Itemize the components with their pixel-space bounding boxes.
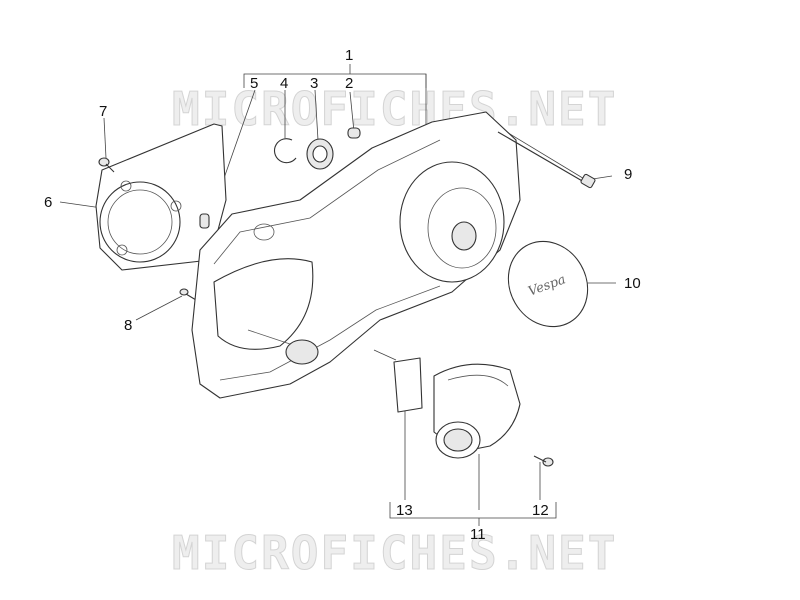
- part-13-pad: [393, 357, 423, 413]
- callout-2: 2: [345, 75, 354, 92]
- leader-lines: [59, 64, 616, 526]
- callout-12: 12: [532, 502, 549, 519]
- callout-11: 11: [470, 526, 486, 543]
- part-8-screw: [179, 288, 197, 301]
- part-5-dowel: [199, 213, 210, 229]
- callout-13: 13: [396, 502, 413, 519]
- part-11-air-duct: [433, 363, 521, 459]
- part-1-transmission-cover: [191, 111, 521, 399]
- callout-7: 7: [99, 103, 108, 120]
- callout-9: 9: [624, 166, 633, 183]
- part-9-bolt: [497, 131, 596, 189]
- callout-5: 5: [250, 75, 259, 92]
- callout-6: 6: [44, 194, 53, 211]
- part-7-screw: [98, 157, 115, 173]
- watermark-bottom: MICROFICHES.NET: [171, 526, 618, 581]
- callout-1: 1: [345, 47, 354, 64]
- part-4-circlip: [274, 138, 297, 164]
- part-3-bearing: [306, 138, 334, 170]
- callout-3: 3: [310, 75, 319, 92]
- callout-10: 10: [624, 275, 641, 292]
- part-12-screw: [533, 455, 554, 467]
- callout-4: 4: [280, 75, 289, 92]
- part-6-gasket-plate: [95, 123, 227, 271]
- part-2-pin: [347, 127, 361, 139]
- callout-8: 8: [124, 317, 133, 334]
- part-10-emblem-cover: Vespa: [507, 240, 589, 328]
- watermark-top: MICROFICHES.NET: [171, 82, 618, 137]
